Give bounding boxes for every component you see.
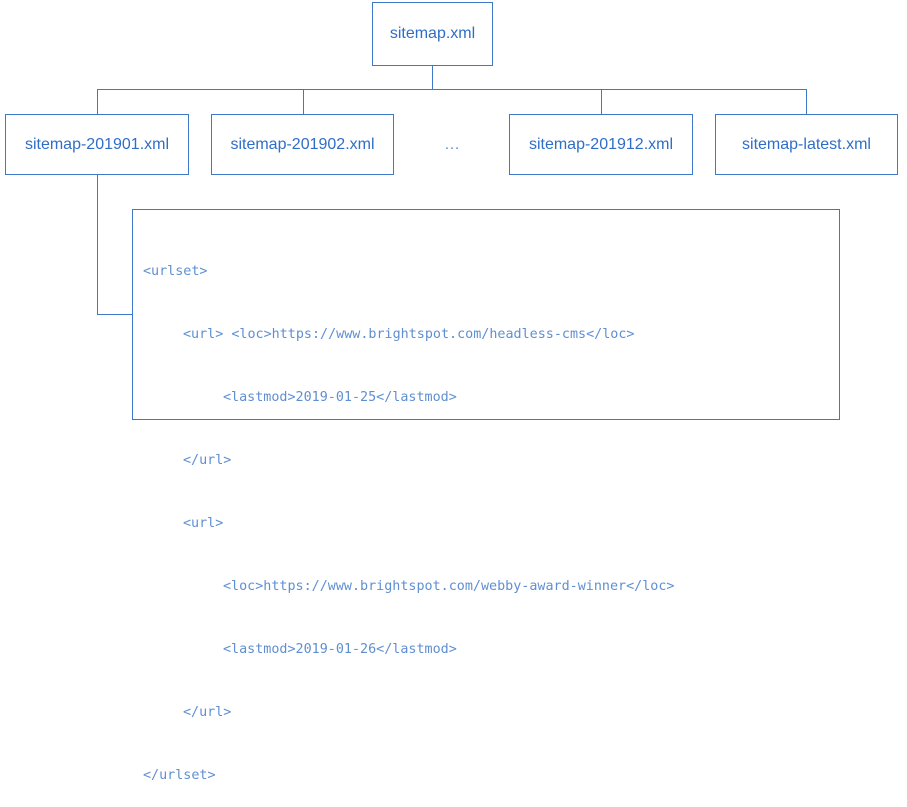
child-sitemap-node-201912: sitemap-201912.xml bbox=[509, 114, 693, 175]
code-line-url-close-1: </url> bbox=[183, 453, 232, 468]
child-sitemap-label: sitemap-201901.xml bbox=[24, 135, 170, 153]
code-line-loc-2: <loc>https://www.brightspot.com/webby-aw… bbox=[223, 579, 675, 594]
code-line-lastmod-1: <lastmod>2019-01-25</lastmod> bbox=[223, 390, 457, 405]
root-sitemap-node: sitemap.xml bbox=[372, 2, 493, 66]
connector-lines bbox=[97, 66, 807, 315]
child-sitemap-node-201902: sitemap-201902.xml bbox=[211, 114, 394, 175]
code-line-url-close-2: </url> bbox=[183, 705, 232, 720]
child-sitemap-node-latest: sitemap-latest.xml bbox=[715, 114, 898, 175]
child-sitemap-label: sitemap-latest.xml bbox=[742, 135, 871, 153]
root-sitemap-label: sitemap.xml bbox=[389, 25, 476, 42]
code-line-urlset-open: <urlset> bbox=[143, 264, 208, 279]
code-line-lastmod-2: <lastmod>2019-01-26</lastmod> bbox=[223, 642, 457, 657]
child-sitemap-label: sitemap-201902.xml bbox=[230, 135, 375, 153]
code-line-url-loc-1: <url> <loc>https://www.brightspot.com/he… bbox=[183, 327, 635, 342]
child-sitemap-label: sitemap-201912.xml bbox=[528, 135, 674, 153]
code-line-url-open-2: <url> bbox=[183, 516, 224, 531]
sitemap-xml-code-panel: <urlset> <url> <loc>https://www.brightsp… bbox=[132, 209, 840, 783]
omitted-sitemaps-ellipsis: … bbox=[444, 136, 460, 153]
code-line-urlset-close: </urlset> bbox=[143, 768, 216, 783]
child-sitemap-node-201901: sitemap-201901.xml bbox=[5, 114, 189, 175]
